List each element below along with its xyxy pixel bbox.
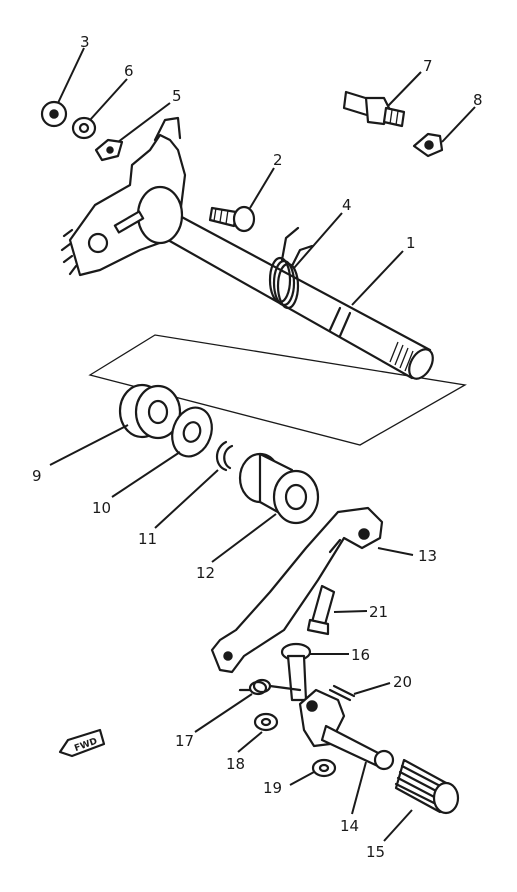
callout-16: 16 xyxy=(351,646,370,664)
part-washer-19 xyxy=(311,758,337,778)
callout-13: 13 xyxy=(418,547,437,565)
callout-3: 3 xyxy=(80,33,90,51)
part-circlip xyxy=(215,440,234,472)
assembly-plane-outline xyxy=(88,334,467,446)
callout-5: 5 xyxy=(172,87,182,105)
leader-lines xyxy=(49,47,476,842)
callout-8: 8 xyxy=(473,91,483,109)
part-plate-washer xyxy=(412,132,444,158)
callout-19: 19 xyxy=(263,779,282,797)
part-collar xyxy=(238,452,320,525)
part-shift-shaft xyxy=(166,213,434,380)
callout-18: 18 xyxy=(226,755,245,773)
part-bolt xyxy=(208,205,256,233)
callout-9: 9 xyxy=(32,467,42,485)
callout-21: 21 xyxy=(369,603,388,621)
part-shift-pedal-arm xyxy=(210,506,384,674)
callout-2: 2 xyxy=(273,151,283,169)
callout-7: 7 xyxy=(423,57,433,75)
fwd-arrow-icon: FWD xyxy=(58,728,106,758)
callout-15: 15 xyxy=(366,843,385,861)
shaft-splines xyxy=(389,341,414,372)
part-pivot-pin xyxy=(280,642,312,702)
part-washer-10 xyxy=(171,406,213,458)
part-rubber-grip xyxy=(394,758,460,815)
part-shift-arm-plate xyxy=(60,116,187,277)
callout-14: 14 xyxy=(340,817,359,835)
callout-12: 12 xyxy=(196,564,215,582)
part-nut xyxy=(40,100,68,128)
part-stud-bolt xyxy=(342,90,406,128)
callout-labels: 1 2 3 4 5 6 7 8 9 10 11 12 13 14 15 16 1… xyxy=(32,33,483,861)
part-oil-seal xyxy=(118,383,182,440)
part-spring xyxy=(238,678,302,696)
callout-20: 20 xyxy=(393,673,412,691)
part-pinch-bolt xyxy=(306,584,336,636)
callout-6: 6 xyxy=(124,62,134,80)
callout-10: 10 xyxy=(92,499,111,517)
callout-17: 17 xyxy=(175,732,194,750)
part-lock-washer xyxy=(94,138,124,162)
callout-1: 1 xyxy=(406,234,416,252)
part-torsion-spring xyxy=(268,226,314,310)
part-cotter-pin xyxy=(328,684,356,702)
part-washer-6 xyxy=(71,116,97,140)
callout-11: 11 xyxy=(138,530,157,548)
part-pedal-lever xyxy=(298,688,395,771)
part-washer-18 xyxy=(253,712,279,732)
callout-4: 4 xyxy=(342,196,352,214)
